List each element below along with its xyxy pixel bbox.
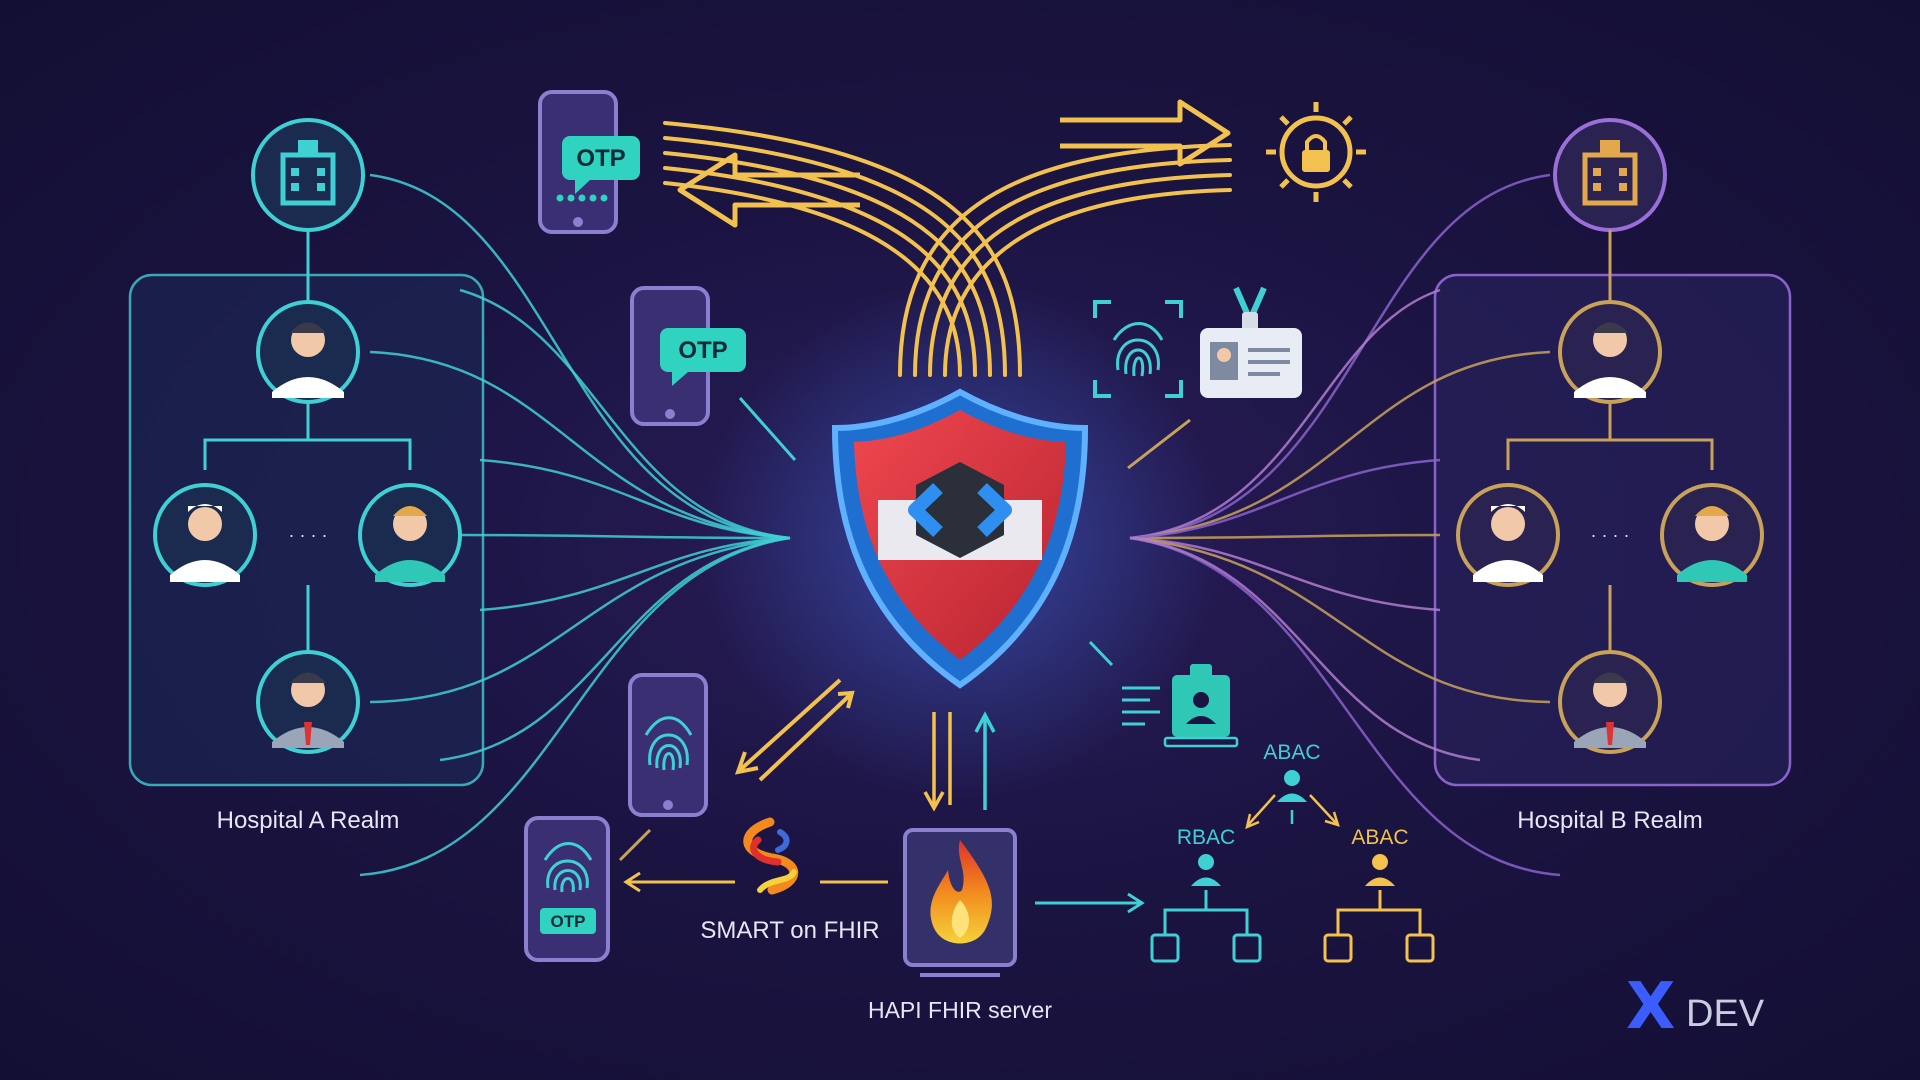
user-terminal-icon (1088, 640, 1239, 748)
shield-server-arrows (923, 712, 952, 812)
user-icon (1277, 770, 1307, 802)
id-badge-icon (1200, 286, 1302, 398)
staff-icon (358, 483, 462, 587)
abac-right-label: ABAC (1351, 826, 1408, 849)
brand-logo: X DEV (1626, 970, 1765, 1044)
hospital-b-label: Hospital B Realm (1517, 807, 1702, 834)
rbac-hierarchy-icon (1150, 854, 1262, 963)
hospital-icon (251, 118, 365, 232)
smart-fhir-label: SMART on FHIR (700, 917, 879, 944)
left-connection-lines (359, 173, 791, 877)
phone-icon (524, 816, 610, 962)
otp-badge-small (540, 908, 596, 934)
nurse-icon (153, 483, 257, 587)
smart-arrows (623, 871, 888, 893)
phone-fingerprint-otp: OTP (524, 816, 610, 962)
fingerprint-icon (644, 716, 693, 771)
server-up-arrow (974, 711, 996, 810)
flow-arrow-left (677, 152, 860, 228)
doctor-icon (1558, 300, 1662, 404)
phone-otp-top: OTP (538, 90, 640, 234)
right-connection-lines (1129, 173, 1561, 877)
phone-otp-mid: OTP (630, 286, 746, 426)
smart-fhir-icon (743, 817, 799, 895)
id-connector (1127, 418, 1191, 470)
realm-b-box (1433, 273, 1792, 787)
rbac-label: RBAC (1177, 826, 1235, 849)
bidirectional-arrows-left (734, 678, 855, 782)
phone-connector (618, 828, 652, 862)
doctor-icon (256, 300, 360, 404)
flame-icon (930, 840, 992, 944)
lock-icon (1266, 102, 1366, 202)
abac-hierarchy-icon (1323, 854, 1435, 963)
abac-top-label: ABAC (1263, 741, 1320, 764)
manager-icon (256, 650, 360, 754)
otp-label-small: OTP (551, 912, 586, 931)
hospital-b-realm: · · · · Hospital B Realm (1433, 118, 1792, 834)
hospital-a-realm: · · · · Hospital A Realm (128, 118, 485, 834)
staff-icon (1660, 483, 1764, 587)
otp-label-top: OTP (576, 145, 625, 172)
ellipsis-right: · · · · (1591, 525, 1630, 545)
fingerprint-icon (543, 842, 593, 893)
hospital-icon (1553, 118, 1667, 232)
otp-connector (738, 397, 797, 461)
hospital-a-label: Hospital A Realm (217, 807, 400, 834)
access-policy-hierarchy: ABAC RBAC ABAC (1150, 741, 1435, 963)
fingerprint-icon (1093, 300, 1183, 398)
hapi-fhir-label: HAPI FHIR server (868, 997, 1052, 1023)
otp-label-mid: OTP (678, 337, 727, 364)
manager-icon (1558, 650, 1662, 754)
brand-x: X (1626, 970, 1675, 1044)
otp-badge-mid (660, 328, 746, 372)
top-gold-flows (663, 121, 1232, 377)
shield-icon (831, 388, 1089, 689)
server-right-arrow (1035, 892, 1145, 914)
hapi-fhir-server (903, 828, 1017, 977)
phone-fingerprint-mid (628, 673, 708, 817)
brand-text: DEV (1686, 993, 1765, 1035)
ellipsis-left: · · · · (289, 525, 328, 545)
otp-badge-top (562, 136, 640, 180)
flow-arrow-right (1060, 99, 1231, 167)
nurse-icon (1456, 483, 1560, 587)
